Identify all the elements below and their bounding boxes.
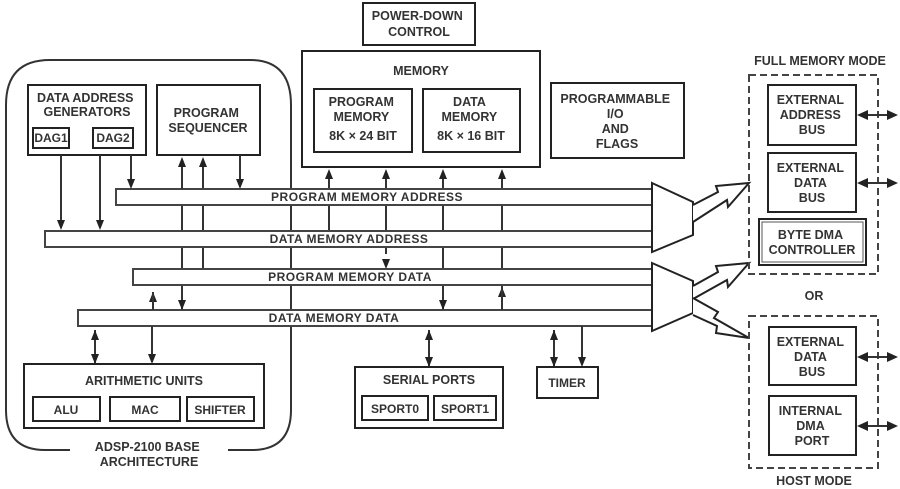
bidir-arrow-address-bus [857, 110, 898, 120]
connection-arrows [57, 155, 586, 367]
sport0-block: SPORT0 [361, 395, 429, 421]
data-memory-block: DATA MEMORY 8K × 16 BIT [422, 88, 521, 153]
or-label: OR [805, 289, 824, 303]
programmable-io-flags-block: PROGRAMMABLE I/O AND FLAGS [550, 82, 685, 159]
external-address-bus-block: EXTERNAL ADDRESS BUS [767, 84, 857, 146]
full-memory-mode-region [748, 74, 879, 275]
svg-text:INTERNAL DMA PORT: INTERNAL DMA PORT [779, 404, 845, 448]
data-bus-mux [651, 261, 694, 333]
mac-block: MAC [109, 396, 181, 422]
bus-data-memory-data: DATA MEMORY DATA [77, 309, 653, 327]
base-architecture-outline [5, 59, 292, 451]
svg-text:EXTERNAL DATA BUS: EXTERNAL DATA BUS [777, 161, 848, 205]
svg-text:DATA MEMORY DATA: DATA MEMORY DATA [269, 311, 400, 325]
svg-text:EXTERNAL DATA BUS: EXTERNAL DATA BUS [777, 335, 848, 379]
data-address-generators-block: DATA ADDRESS GENERATORS DAG1 DAG2 [27, 84, 147, 156]
alu-block: ALU [32, 396, 101, 422]
svg-text:DAG2: DAG2 [96, 131, 130, 145]
memory-block: MEMORY PROGRAM MEMORY 8K × 24 BIT DATA M… [301, 50, 541, 168]
host-external-data-bus-block: EXTERNAL DATA BUS [768, 326, 857, 386]
program-memory-block: PROGRAM MEMORY 8K × 24 BIT [313, 88, 413, 153]
svg-text:DATA ADDRESS GENERATORS: DATA ADDRESS GENERATORS [37, 91, 137, 119]
base-architecture-label: ADSP-2100 BASE ARCHITECTURE [95, 440, 203, 469]
serial-ports-block: SERIAL PORTS SPORT0 SPORT1 [354, 366, 504, 429]
bidir-arrow-host-data-bus [857, 352, 898, 362]
byte-dma-controller-block: BYTE DMA CONTROLLER [758, 218, 867, 266]
dag1-block: DAG1 [32, 127, 70, 149]
svg-text:ALU: ALU [54, 403, 79, 417]
svg-text:PROGRAM MEMORY ADDRESS: PROGRAM MEMORY ADDRESS [271, 190, 463, 204]
host-mode-region [748, 315, 879, 469]
power-down-control-block: POWER-DOWN CONTROL [362, 2, 476, 46]
svg-text:PROGRAM SEQUENCER: PROGRAM SEQUENCER [168, 106, 247, 135]
dag2-block: DAG2 [92, 127, 134, 149]
svg-text:EXTERNAL ADDRESS B: EXTERNAL ADDRESS BUS [777, 93, 848, 137]
svg-text:PROGRAM MEMORY: PROGRAM MEMORY 8K × 24 BIT [329, 95, 398, 143]
external-bidirectional-arrows [857, 110, 898, 431]
timer-block: TIMER [536, 366, 599, 399]
mux-output-arrows [692, 181, 752, 339]
svg-text:PROGRAM MEMORY DATA: PROGRAM MEMORY DATA [268, 270, 432, 284]
program-sequencer-block: PROGRAM SEQUENCER [156, 84, 261, 156]
full-memory-mode-label: FULL MEMORY MODE [754, 54, 886, 68]
sport1-block: SPORT1 [433, 395, 497, 421]
svg-text:SPORT0: SPORT0 [371, 402, 419, 416]
svg-text:SERIAL PORTS: SERIAL PORTS [383, 373, 475, 387]
svg-text:BYTE DMA CONTROLLER: BYTE DMA CONTROLLER [769, 228, 856, 257]
shifter-block: SHIFTER [186, 396, 255, 422]
bidir-arrow-dma-port [857, 421, 898, 431]
bidir-arrow-data-bus [857, 178, 898, 188]
svg-text:DATA MEMORY ADDRESS: DATA MEMORY ADDRESS [270, 232, 429, 246]
svg-text:DAG1: DAG1 [34, 131, 68, 145]
svg-text:MAC: MAC [131, 403, 159, 417]
svg-text:DATA MEMORY 8K: DATA MEMORY 8K × 16 BIT [437, 95, 505, 143]
bus-data-memory-address: DATA MEMORY ADDRESS [44, 230, 653, 248]
address-bus-mux [651, 181, 694, 254]
host-mode-label: HOST MODE [776, 474, 852, 488]
svg-text:SPORT1: SPORT1 [441, 402, 489, 416]
arithmetic-units-block: ARITHMETIC UNITS ALU MAC SHIFTER [23, 363, 265, 429]
bus-program-memory-data: PROGRAM MEMORY DATA [132, 268, 653, 286]
svg-text:POWER-DOWN CONTROL: POWER-DOWN CONTROL [372, 9, 466, 39]
svg-text:ARITHMETIC UNITS: ARITHMETIC UNITS [85, 374, 203, 388]
external-data-bus-block: EXTERNAL DATA BUS [767, 152, 857, 213]
bus-program-memory-address: PROGRAM MEMORY ADDRESS [115, 188, 653, 206]
svg-text:PROGRAMMABLE I/O A: PROGRAMMABLE I/O AND FLAGS [560, 92, 673, 151]
svg-text:SHIFTER: SHIFTER [194, 403, 246, 417]
svg-text:TIMER: TIMER [548, 376, 586, 390]
internal-dma-port-block: INTERNAL DMA PORT [768, 395, 857, 456]
svg-text:MEMORY: MEMORY [393, 64, 449, 78]
